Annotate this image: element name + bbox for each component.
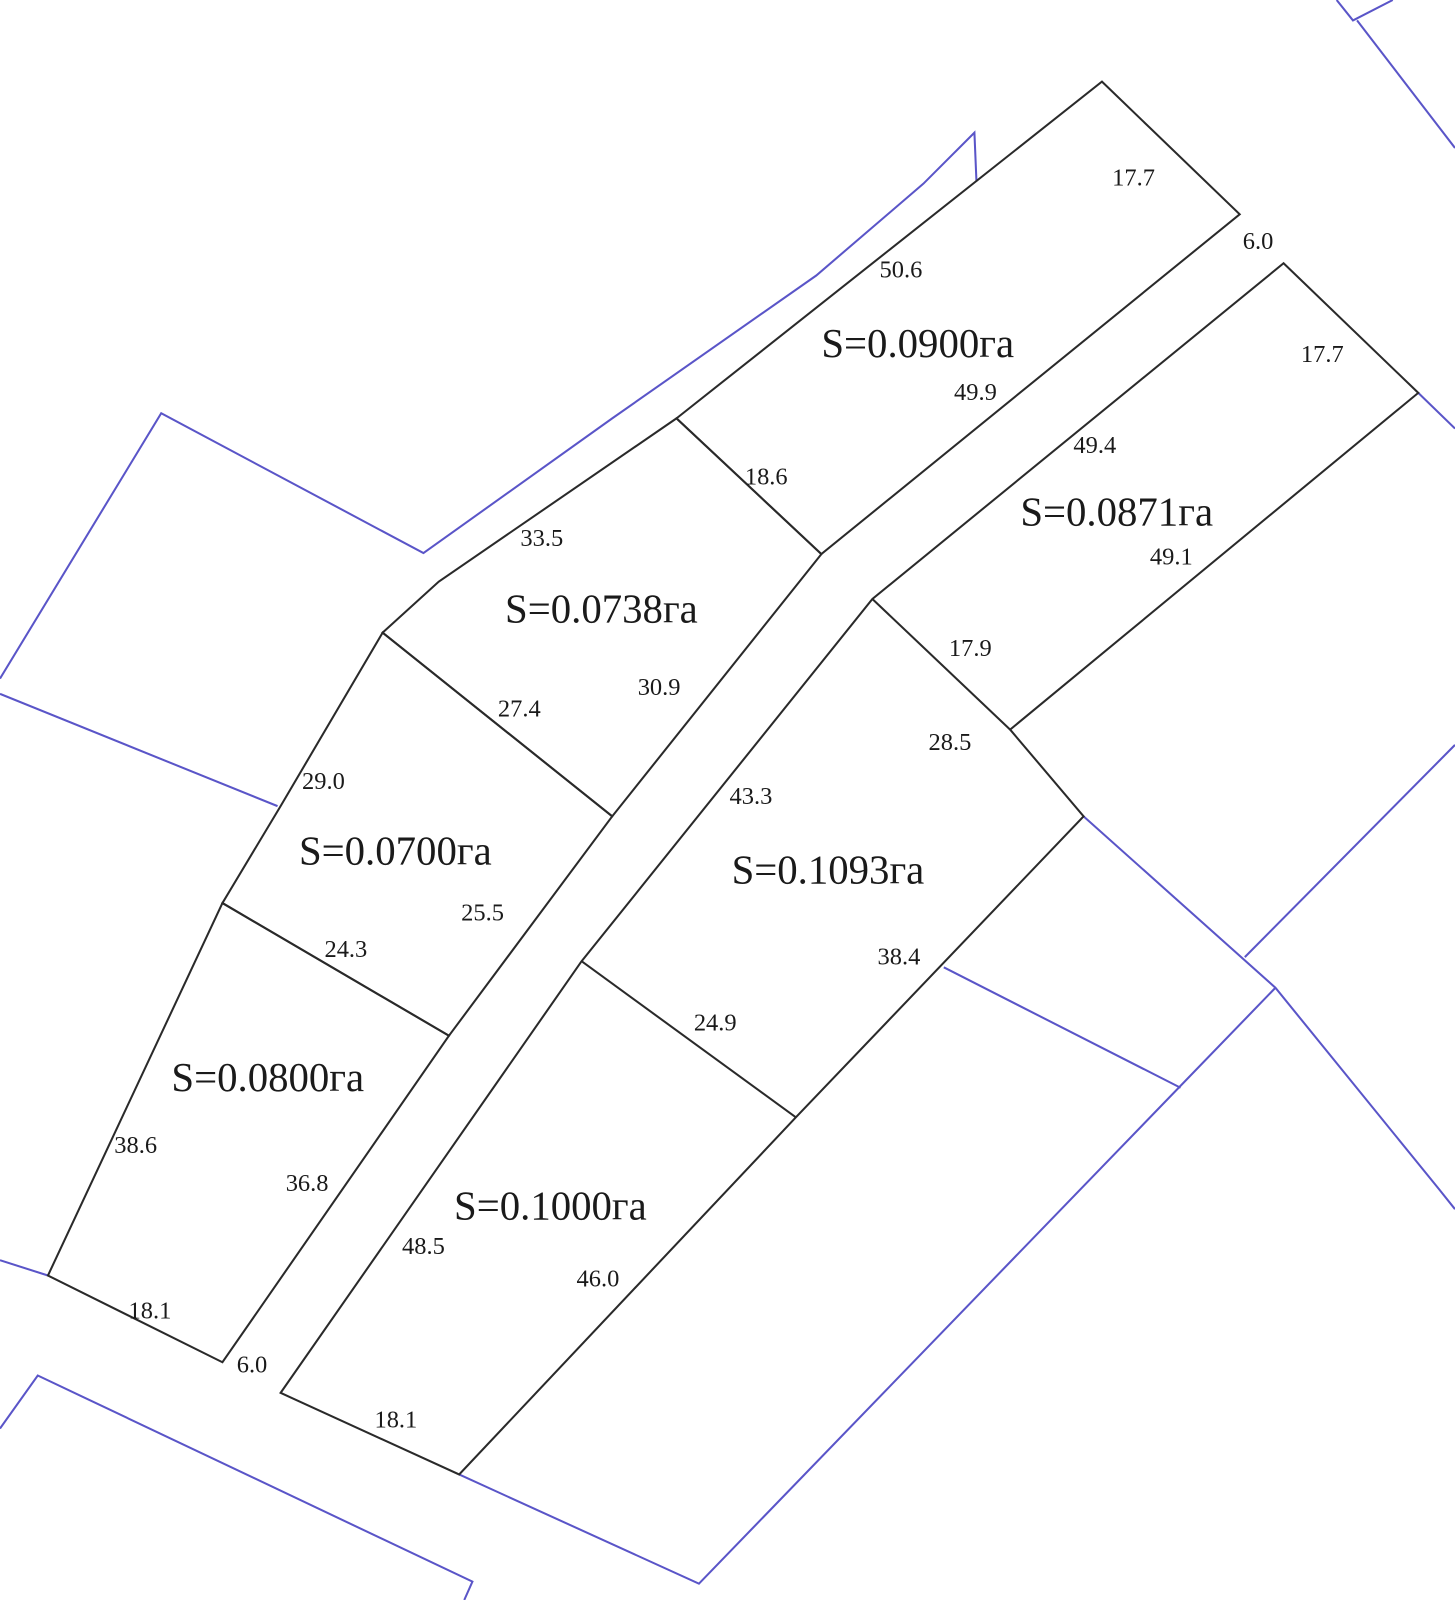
neighbor-boundary [1082,815,1455,1210]
area-labels: S=0.0900га S=0.0871га S=0.0738га S=0.070… [171,321,1213,1228]
length-label: 49.4 [1073,432,1116,459]
area-label: S=0.0800га [171,1055,364,1100]
area-label: S=0.0871га [1020,490,1213,535]
length-label: 36.8 [286,1170,329,1197]
length-label: 48.5 [402,1233,445,1260]
area-label: S=0.0738га [505,586,698,631]
length-label: 33.5 [520,525,563,552]
plot-strip-right [279,261,1420,1476]
length-label: 18.1 [129,1297,172,1324]
road-width-label: 6.0 [1243,228,1274,255]
length-label: 24.9 [694,1010,737,1037]
neighbor-boundary [1335,0,1394,22]
plot-divider [580,960,797,1119]
road-width-label: 6.0 [237,1351,268,1378]
neighbor-boundary [0,1374,474,1600]
length-label: 27.4 [498,695,541,722]
neighbor-boundary [458,987,1277,1585]
area-label: S=0.0900га [821,321,1014,366]
length-label: 29.0 [302,768,345,795]
length-label: 49.9 [954,379,997,406]
neighbor-boundary [1417,392,1455,430]
neighbor-boundary [0,130,978,680]
length-label: 38.6 [114,1132,157,1159]
length-label: 28.5 [929,729,972,756]
plot-divider [871,598,1011,731]
length-label: 24.3 [324,936,367,963]
neighbor-boundary [1356,19,1455,149]
length-label: 18.1 [374,1407,417,1434]
length-label: 17.7 [1112,165,1155,192]
neighbor-boundary [0,692,278,808]
length-label: 43.3 [730,783,773,810]
neighbor-boundary [1244,744,1455,958]
length-label: 25.5 [461,899,504,926]
area-label: S=0.1093га [732,848,925,893]
length-label: 18.6 [745,464,788,491]
length-label: 30.9 [638,674,681,701]
plot-boundaries [46,80,1420,1476]
length-label: 50.6 [880,257,923,284]
area-label: S=0.0700га [299,828,492,873]
length-labels: 17.7 50.6 49.9 18.6 17.7 49.4 49.1 17.9 … [114,165,1343,1434]
length-label: 46.0 [576,1266,619,1293]
plot-0800 [46,901,451,1364]
neighbor-boundary [0,1259,49,1277]
length-label: 17.9 [949,635,992,662]
length-label: 17.7 [1301,341,1344,368]
length-label: 38.4 [877,943,920,970]
area-label: S=0.1000га [454,1183,647,1228]
length-label: 49.1 [1150,543,1193,570]
neighbor-boundary [943,966,1181,1089]
